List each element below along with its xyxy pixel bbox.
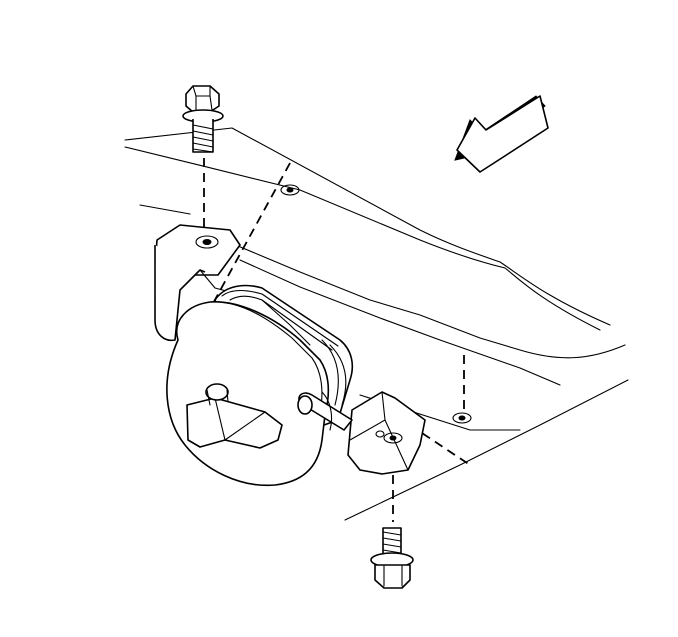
upper-bolt-hex-flange-bolt-icon bbox=[182, 85, 224, 153]
frame-rail bbox=[124, 127, 629, 521]
bracket-front-tab bbox=[347, 391, 426, 475]
lower-bolt-hex-flange-bolt-icon bbox=[370, 527, 414, 589]
rail-hole-lower bbox=[452, 412, 472, 424]
frame-rail-top-edge bbox=[124, 146, 601, 331]
vacuum-actuator-module bbox=[166, 284, 354, 487]
mounting-bracket bbox=[154, 224, 426, 475]
frame-rail-ridge-lower bbox=[239, 259, 561, 386]
arrow-left-icon bbox=[454, 95, 549, 173]
frame-rail-top-edge-inner bbox=[124, 127, 611, 326]
installation-lines bbox=[203, 158, 471, 522]
bracket-side-plate bbox=[154, 245, 206, 342]
frame-rail-ridge bbox=[139, 204, 626, 359]
actuator-lever bbox=[186, 397, 283, 449]
rail-hole-upper bbox=[280, 184, 300, 196]
frame-rail-bottom-edge bbox=[344, 379, 629, 521]
